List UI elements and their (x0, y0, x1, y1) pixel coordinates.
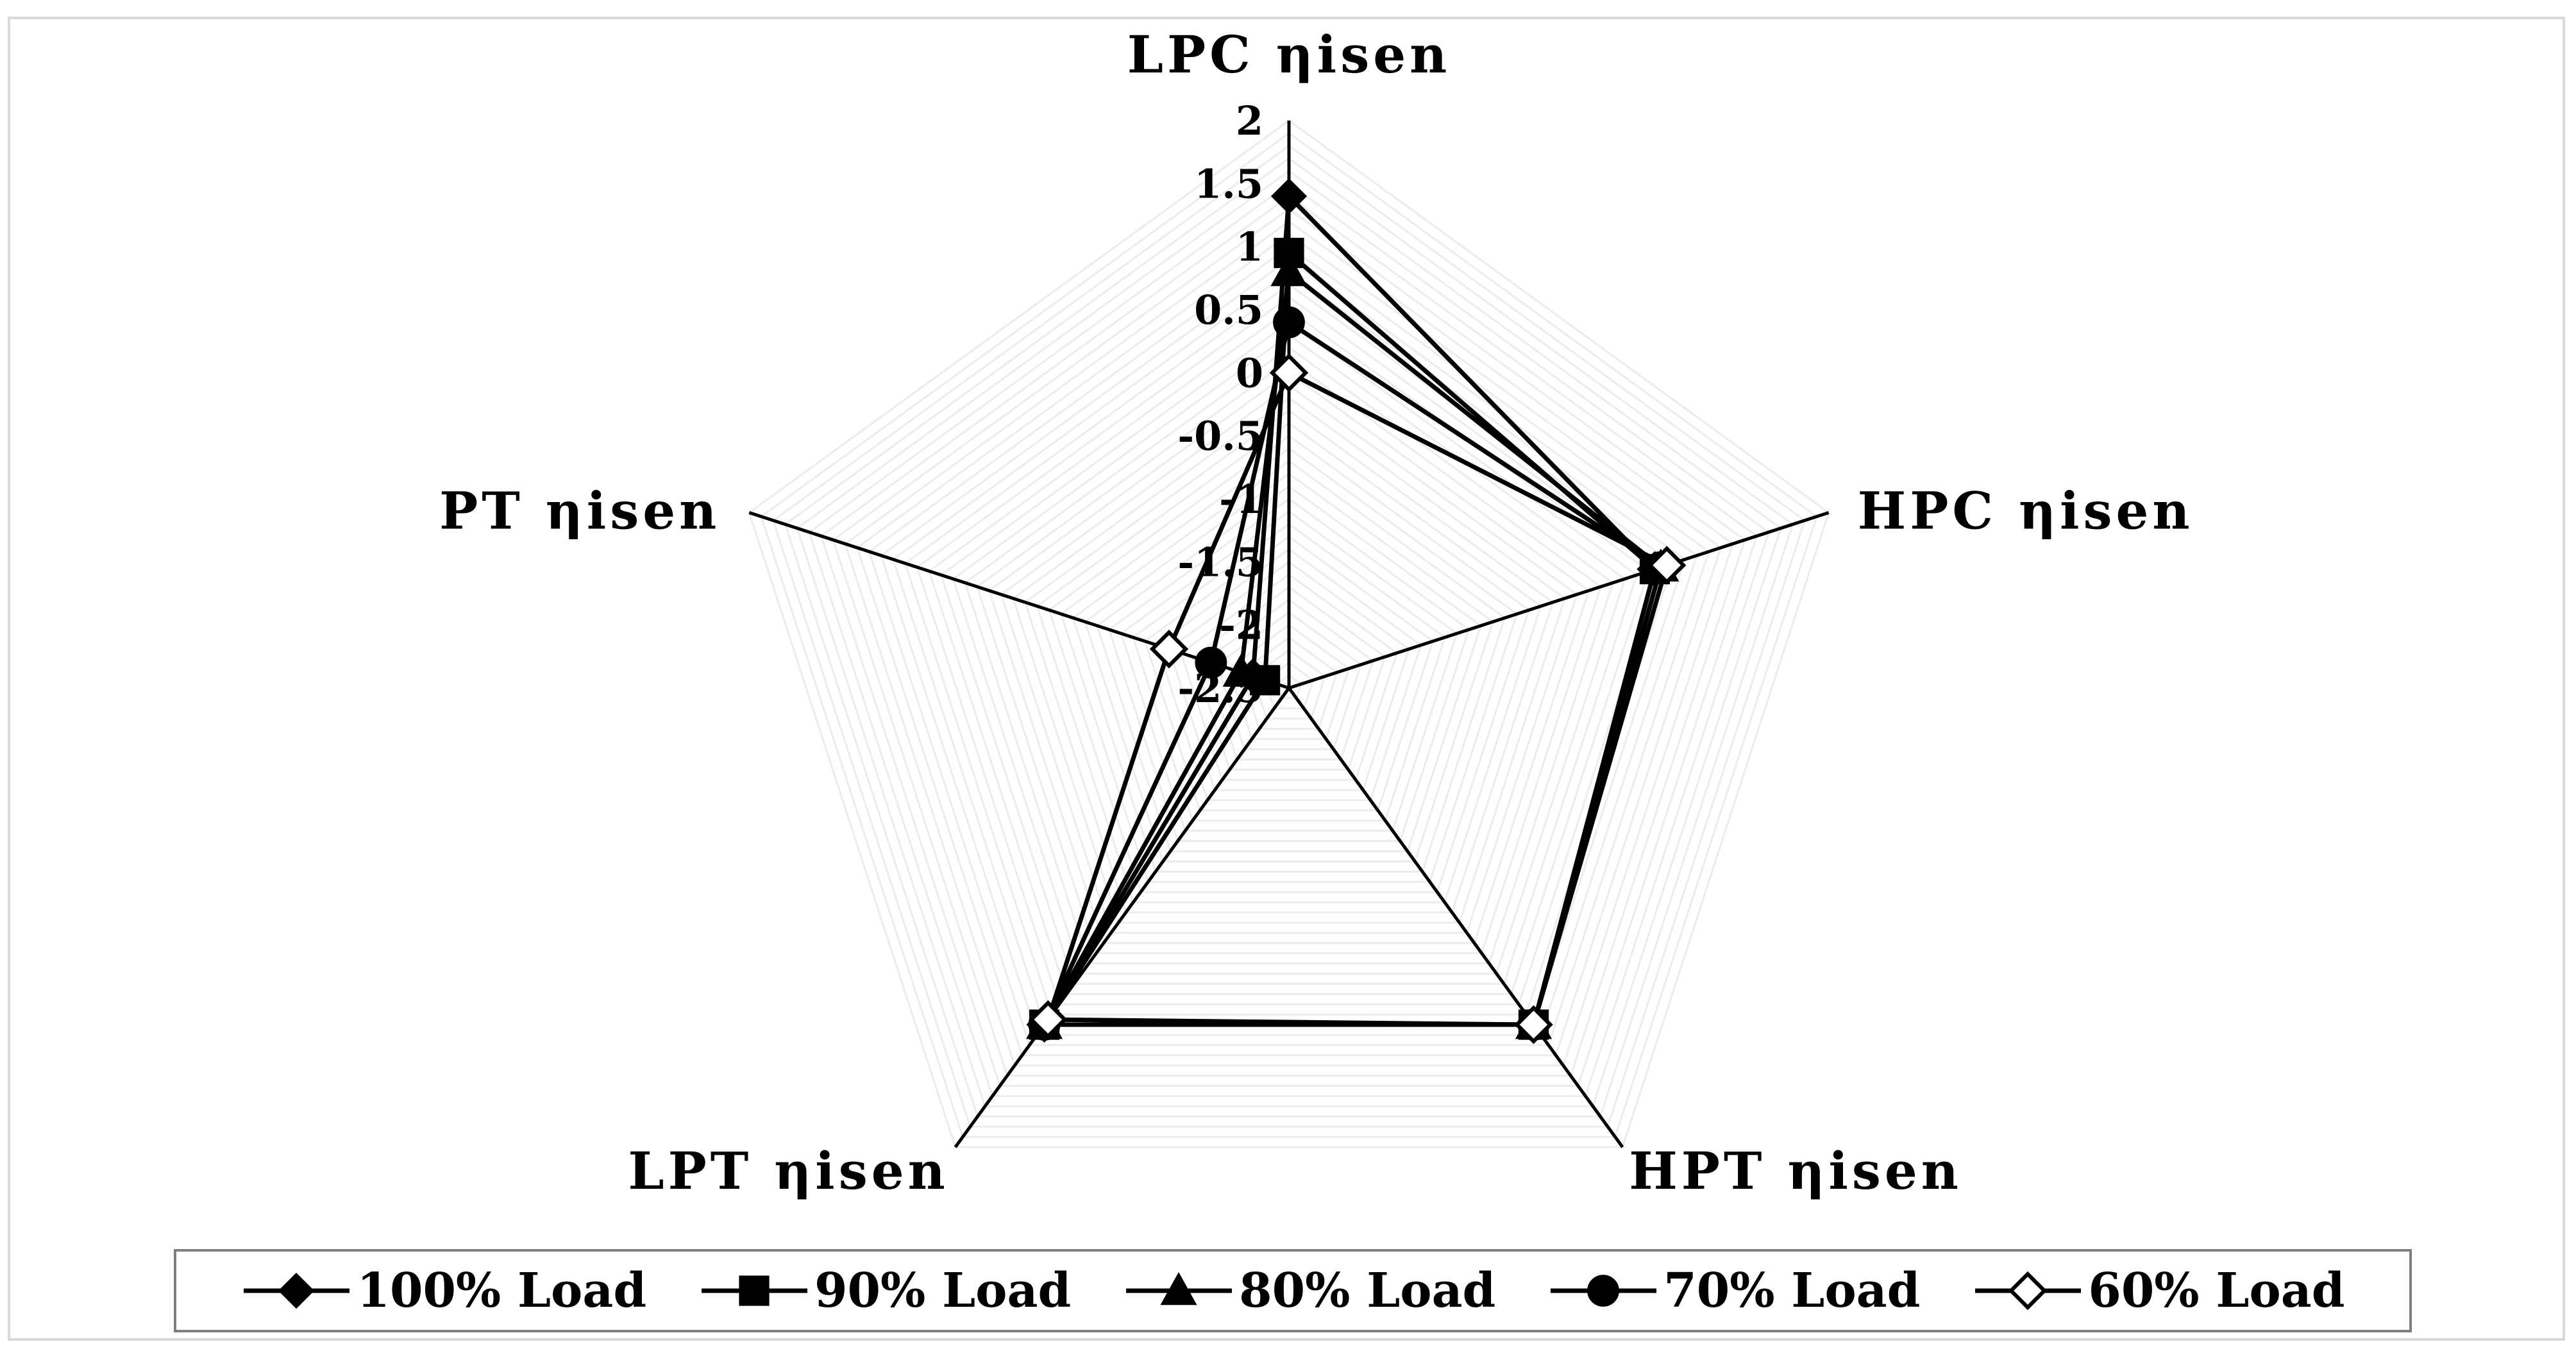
grid-ring (1143, 535, 1435, 812)
legend: 100% Load 90% Load 80% Load 70% Load 60% Loa… (174, 1249, 2412, 1332)
tick-label: 1.5 (1194, 160, 1263, 207)
legend-label: 100% Load (357, 1263, 647, 1318)
tick-label: 0.5 (1194, 287, 1263, 333)
grid-ring (904, 283, 1674, 1016)
data-point-marker (1270, 178, 1308, 215)
data-point-marker (1273, 306, 1305, 339)
legend-swatch (1975, 1271, 2082, 1311)
legend-item: 80% Load (1123, 1263, 1495, 1318)
radar-grid (748, 119, 1830, 1148)
axis-label: LPC ηisen (1127, 24, 1451, 85)
grid-ring (868, 245, 1710, 1046)
grid-ring (1012, 396, 1566, 924)
grid-ring (1095, 485, 1483, 853)
data-point-marker (1029, 1000, 1068, 1039)
data-point-marker (1514, 1005, 1553, 1045)
series-line (1045, 370, 1669, 1027)
series-70-load (1028, 306, 1677, 1041)
legend-swatch (1551, 1275, 1657, 1307)
grid-ring (796, 169, 1782, 1107)
tick-label: 1 (1236, 224, 1263, 271)
tick-label: -1 (1219, 476, 1263, 523)
grid-ring (1000, 384, 1578, 934)
grid-ring (1072, 460, 1506, 873)
grid-ring (820, 195, 1758, 1087)
grid-ring (844, 220, 1734, 1067)
grid-ring (1059, 447, 1519, 883)
legend-label: 80% Load (1239, 1263, 1496, 1318)
grid-ring (760, 131, 1818, 1138)
legend-item: 90% Load (698, 1263, 1071, 1318)
axis-label: LPT ηisen (628, 1141, 948, 1201)
grid-ring (1179, 573, 1399, 781)
tick-label: -2 (1219, 602, 1263, 649)
grid-ring (855, 233, 1722, 1057)
grid-ring (1036, 422, 1542, 903)
legend-swatch (244, 1272, 350, 1309)
radar-series (1025, 178, 1687, 1045)
legend-item: 70% Load (1547, 1263, 1920, 1318)
grid-ring (808, 182, 1770, 1097)
axis-spoke (1288, 511, 1830, 690)
legend-swatch (1126, 1271, 1233, 1305)
axis-label: PT ηisen (439, 481, 720, 541)
grid-ring (939, 321, 1638, 985)
grid-ring (1132, 523, 1446, 822)
legend-label: 70% Load (1663, 1263, 1921, 1318)
legend-swatch (702, 1275, 808, 1306)
grid-ring (1023, 409, 1554, 914)
grid-ring (784, 157, 1794, 1118)
axis-label: HPT ηisen (1629, 1141, 1962, 1201)
legend-label: 90% Load (814, 1263, 1072, 1318)
tick-label: 2 (1236, 97, 1263, 144)
tick-label: -0.5 (1177, 413, 1263, 460)
grid-ring (1048, 434, 1530, 893)
grid-ring (880, 258, 1698, 1036)
grid-ring (832, 207, 1746, 1077)
grid-ring (1107, 498, 1470, 843)
data-point-marker (1647, 546, 1687, 585)
axis-spoke (1287, 687, 1624, 1148)
legend-item: 60% Load (1972, 1263, 2344, 1318)
data-point-marker (1269, 353, 1309, 392)
grid-ring (1084, 472, 1494, 862)
grid-ring (1191, 585, 1386, 771)
grid-ring (988, 371, 1590, 944)
grid-ring (748, 119, 1830, 1148)
data-point-marker (1222, 653, 1259, 687)
grid-ring (1168, 560, 1410, 791)
tick-label: -1.5 (1177, 539, 1263, 585)
grid-ring (975, 358, 1603, 955)
radial-tick-labels: 2 1.5 1 0.5 0 -0.5 -1 -1.5 -2 -2.5 (1177, 97, 1263, 712)
tick-label: 0 (1236, 349, 1263, 396)
tick-label: -2.5 (1177, 665, 1263, 712)
grid-ring (1120, 510, 1458, 832)
data-point-marker (1149, 629, 1189, 669)
legend-item: 100% Load (240, 1263, 646, 1318)
grid-ring (952, 333, 1626, 975)
legend-label: 60% Load (2088, 1263, 2345, 1318)
data-point-marker (1270, 253, 1308, 287)
series-line (1042, 320, 1663, 1027)
axis-label: HPC ηisen (1858, 481, 2194, 541)
grid-ring (964, 346, 1614, 965)
axis-spoke (954, 687, 1291, 1148)
grid-ring (771, 144, 1806, 1128)
grid-ring (1216, 611, 1362, 750)
series-60-load (1029, 353, 1687, 1045)
data-point-marker (1195, 646, 1227, 679)
